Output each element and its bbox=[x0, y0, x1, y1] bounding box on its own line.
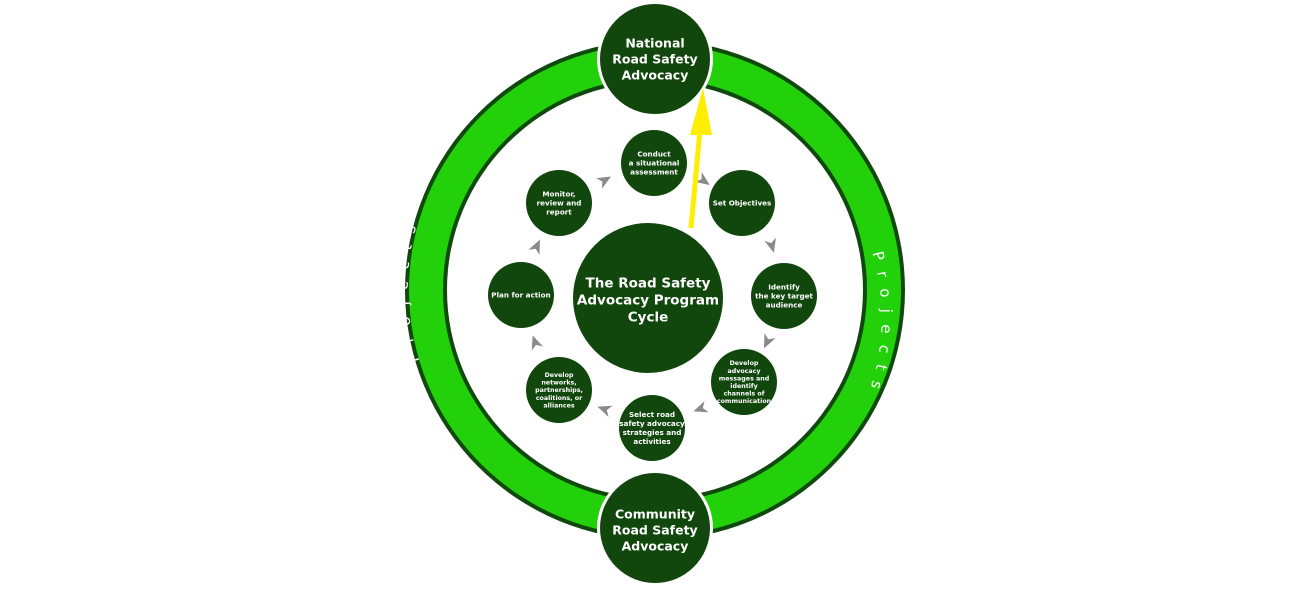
label-line: Advocacy bbox=[622, 538, 689, 553]
label-line: the key target bbox=[755, 292, 813, 301]
cycle-arrow-5 bbox=[597, 405, 613, 418]
label-line: Develop bbox=[730, 360, 759, 367]
label-line: Cycle bbox=[628, 310, 669, 326]
label-line: a situational bbox=[629, 159, 680, 168]
cycle-arrow-3 bbox=[764, 333, 776, 349]
cycle-arrow-1 bbox=[694, 172, 710, 186]
cycle-arrow-6 bbox=[531, 335, 544, 351]
label-line: National bbox=[625, 35, 684, 50]
label-line: Select road bbox=[629, 410, 675, 419]
step-circle bbox=[488, 262, 554, 328]
label-line: messages and bbox=[719, 375, 770, 382]
label-line: Road Safety bbox=[612, 51, 697, 66]
label-line: channels of bbox=[724, 391, 765, 398]
cycle-arrow-4 bbox=[693, 400, 709, 413]
label-line: alliances bbox=[543, 402, 574, 409]
label-line: Conduct bbox=[637, 150, 671, 159]
step-plan-for-action: Plan for action bbox=[488, 262, 554, 328]
label-line: audience bbox=[766, 301, 803, 310]
label-line: Identify bbox=[768, 283, 800, 292]
label-line: identify bbox=[730, 383, 757, 390]
cycle-arrows bbox=[528, 172, 776, 418]
label-line: Develop bbox=[545, 372, 574, 379]
label-line: advocacy bbox=[727, 368, 760, 375]
cycle-arrow-7 bbox=[528, 239, 540, 255]
label-line: report bbox=[546, 208, 572, 217]
step-circle bbox=[621, 130, 687, 196]
label-line: Advocacy bbox=[622, 67, 689, 82]
label-line: coalitions, or bbox=[536, 395, 583, 402]
cycle-arrow-2 bbox=[764, 237, 776, 253]
step-circle bbox=[619, 395, 685, 461]
label-line: Plan for action bbox=[491, 291, 550, 300]
step-set-objectives: Set Objectives bbox=[709, 170, 775, 236]
label-line: Monitor, bbox=[542, 190, 575, 199]
label-line: Advocacy Program bbox=[577, 293, 719, 309]
cycle-arrow-8 bbox=[595, 176, 612, 189]
label-line: safety advocacy bbox=[619, 419, 685, 428]
step-circle bbox=[709, 170, 775, 236]
label-line: The Road Safety bbox=[586, 276, 711, 292]
label-line: Road Safety bbox=[612, 522, 697, 537]
label-line: review and bbox=[537, 199, 582, 208]
label-line: activities bbox=[633, 437, 670, 446]
step-circle bbox=[526, 170, 592, 236]
label-line: partnerships, bbox=[535, 387, 583, 394]
step-label: Plan for action bbox=[491, 291, 550, 300]
step-circle bbox=[526, 357, 592, 423]
label-line: Set Objectives bbox=[713, 199, 772, 208]
step-circle bbox=[711, 349, 777, 415]
label-line: strategies and bbox=[623, 428, 682, 437]
label-line: networks, bbox=[541, 380, 576, 387]
label-line: communication bbox=[717, 398, 771, 405]
step-label: Set Objectives bbox=[713, 199, 772, 208]
highlight-arrow bbox=[688, 88, 712, 229]
label-line: Community bbox=[615, 506, 695, 521]
label-line: assessment bbox=[630, 168, 678, 177]
step-circle bbox=[751, 263, 817, 329]
